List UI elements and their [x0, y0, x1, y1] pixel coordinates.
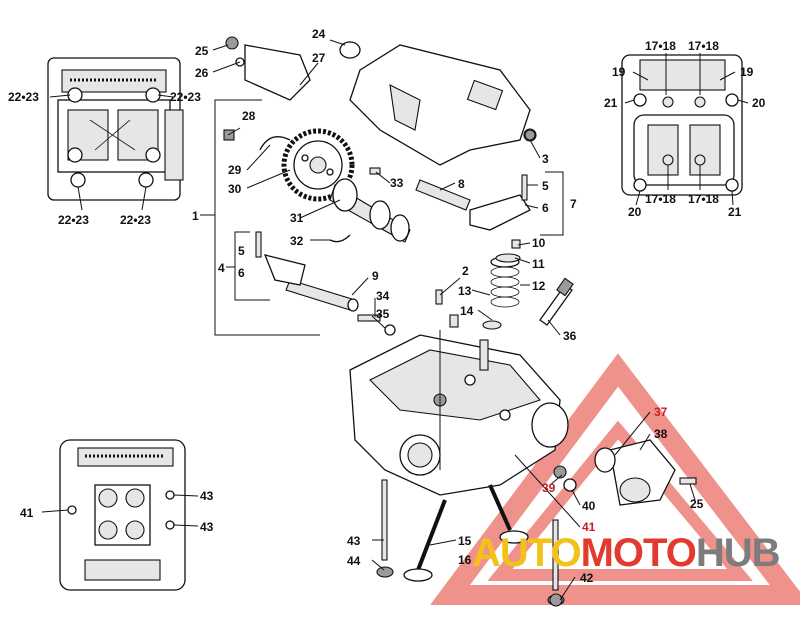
callout-22-23-top-left: 22•23	[8, 90, 39, 104]
callout-5-right: 5	[542, 179, 549, 193]
callout-43-main: 43	[347, 534, 361, 548]
callout-9: 9	[372, 269, 379, 283]
callout-29: 29	[228, 163, 242, 177]
callout-41: 41	[20, 506, 34, 520]
watermark-hub: HUB	[696, 531, 780, 575]
callout-12: 12	[532, 279, 546, 293]
callout-38: 38	[654, 427, 668, 441]
callout-20-left: 20	[628, 205, 642, 219]
callout-20-right: 20	[752, 96, 766, 110]
valve-intake	[403, 499, 447, 582]
rocker-arm-left	[255, 231, 306, 286]
callout-24: 24	[312, 27, 326, 41]
chain-guide-29	[259, 136, 291, 151]
pin-14	[449, 314, 459, 328]
svg-text:AUTOMOTOHUB: AUTOMOTOHUB	[472, 531, 780, 575]
callout-21-left: 21	[604, 96, 618, 110]
callout-labels: 1 2 3 4 5 5 6 6 7 8 9 10 11 12 13 14 15 …	[8, 27, 766, 585]
callout-32: 32	[290, 234, 304, 248]
clip-32	[329, 234, 351, 243]
callout-26: 26	[195, 66, 209, 80]
callout-14: 14	[460, 304, 474, 318]
callout-19-left: 19	[612, 65, 626, 79]
callout-43-inset-b: 43	[200, 520, 214, 534]
callout-11: 11	[532, 257, 545, 271]
rocker-shaft-8	[415, 179, 471, 211]
bolt-25b	[679, 477, 697, 485]
plug-3	[524, 129, 536, 141]
callout-4: 4	[218, 261, 225, 275]
spark-plug	[539, 277, 574, 326]
inset-head-bottom-left	[59, 439, 186, 591]
pin-2	[435, 289, 443, 305]
callout-41-main: 41	[582, 520, 596, 534]
camshaft	[329, 178, 411, 243]
callout-13: 13	[458, 284, 472, 298]
callout-7: 7	[570, 197, 577, 211]
intake-boot	[594, 439, 676, 506]
bolt-28	[223, 129, 235, 141]
cam-sprocket	[281, 128, 355, 202]
cylinder-head	[349, 334, 569, 496]
rocker-shaft-9	[285, 279, 359, 312]
callout-33: 33	[390, 176, 404, 190]
callout-22-23-bottom-left: 22•23	[58, 213, 89, 227]
valve-spring	[482, 256, 520, 330]
callout-17-18-top-left: 17•18	[645, 39, 676, 53]
callout-42: 42	[580, 571, 594, 585]
callout-3: 3	[542, 152, 549, 166]
keeper-10	[511, 239, 521, 249]
valve-exhaust	[488, 484, 529, 544]
callout-31: 31	[290, 211, 304, 225]
watermark-auto: AUTO	[472, 531, 581, 575]
nut-42	[549, 593, 563, 607]
callout-43-inset-a: 43	[200, 489, 214, 503]
callout-21-right: 21	[728, 205, 742, 219]
callout-27: 27	[312, 51, 326, 65]
callout-5-left: 5	[238, 244, 245, 258]
callout-10: 10	[532, 236, 546, 250]
callout-25-right: 25	[690, 497, 704, 511]
washer-35	[384, 324, 396, 336]
watermark-moto: MOTO	[581, 531, 696, 575]
pin-33	[369, 167, 381, 175]
callout-16: 16	[458, 553, 472, 567]
callout-37: 37	[654, 405, 668, 419]
callout-17-18-top-right: 17•18	[688, 39, 719, 53]
bolt-39	[553, 465, 567, 479]
washer-40	[563, 478, 577, 492]
callout-39: 39	[542, 481, 556, 495]
callout-2: 2	[462, 264, 469, 278]
callout-6-right: 6	[542, 201, 549, 215]
valve-cover	[339, 41, 537, 166]
callout-30: 30	[228, 182, 242, 196]
callout-19-right: 19	[740, 65, 754, 79]
callout-28: 28	[242, 109, 256, 123]
watermark-logo: AUTOMOTOHUB	[472, 531, 781, 575]
callout-6-left: 6	[238, 266, 245, 280]
callout-22-23-top-right: 22•23	[170, 90, 201, 104]
leader-lines	[41, 39, 749, 601]
callout-34: 34	[376, 289, 390, 303]
retainer-11	[495, 253, 521, 263]
breather-cap	[225, 36, 311, 101]
rocker-arm-right	[469, 174, 531, 231]
callout-15: 15	[458, 534, 472, 548]
inset-head-top-right	[621, 54, 743, 196]
callout-40: 40	[582, 499, 596, 513]
callout-17-18-bottom-left: 17•18	[645, 192, 676, 206]
callout-22-23-bottom-right: 22•23	[120, 213, 151, 227]
bolt-34	[357, 314, 381, 322]
stud-43	[376, 479, 394, 578]
callout-36: 36	[563, 329, 577, 343]
callout-17-18-bottom-right: 17•18	[688, 192, 719, 206]
callout-35: 35	[376, 307, 390, 321]
callout-25-top: 25	[195, 44, 209, 58]
inset-head-top-left	[47, 57, 184, 201]
callout-1: 1	[192, 209, 199, 223]
callout-44: 44	[347, 554, 361, 568]
watermark-triangle	[430, 353, 800, 605]
callout-8: 8	[458, 177, 465, 191]
